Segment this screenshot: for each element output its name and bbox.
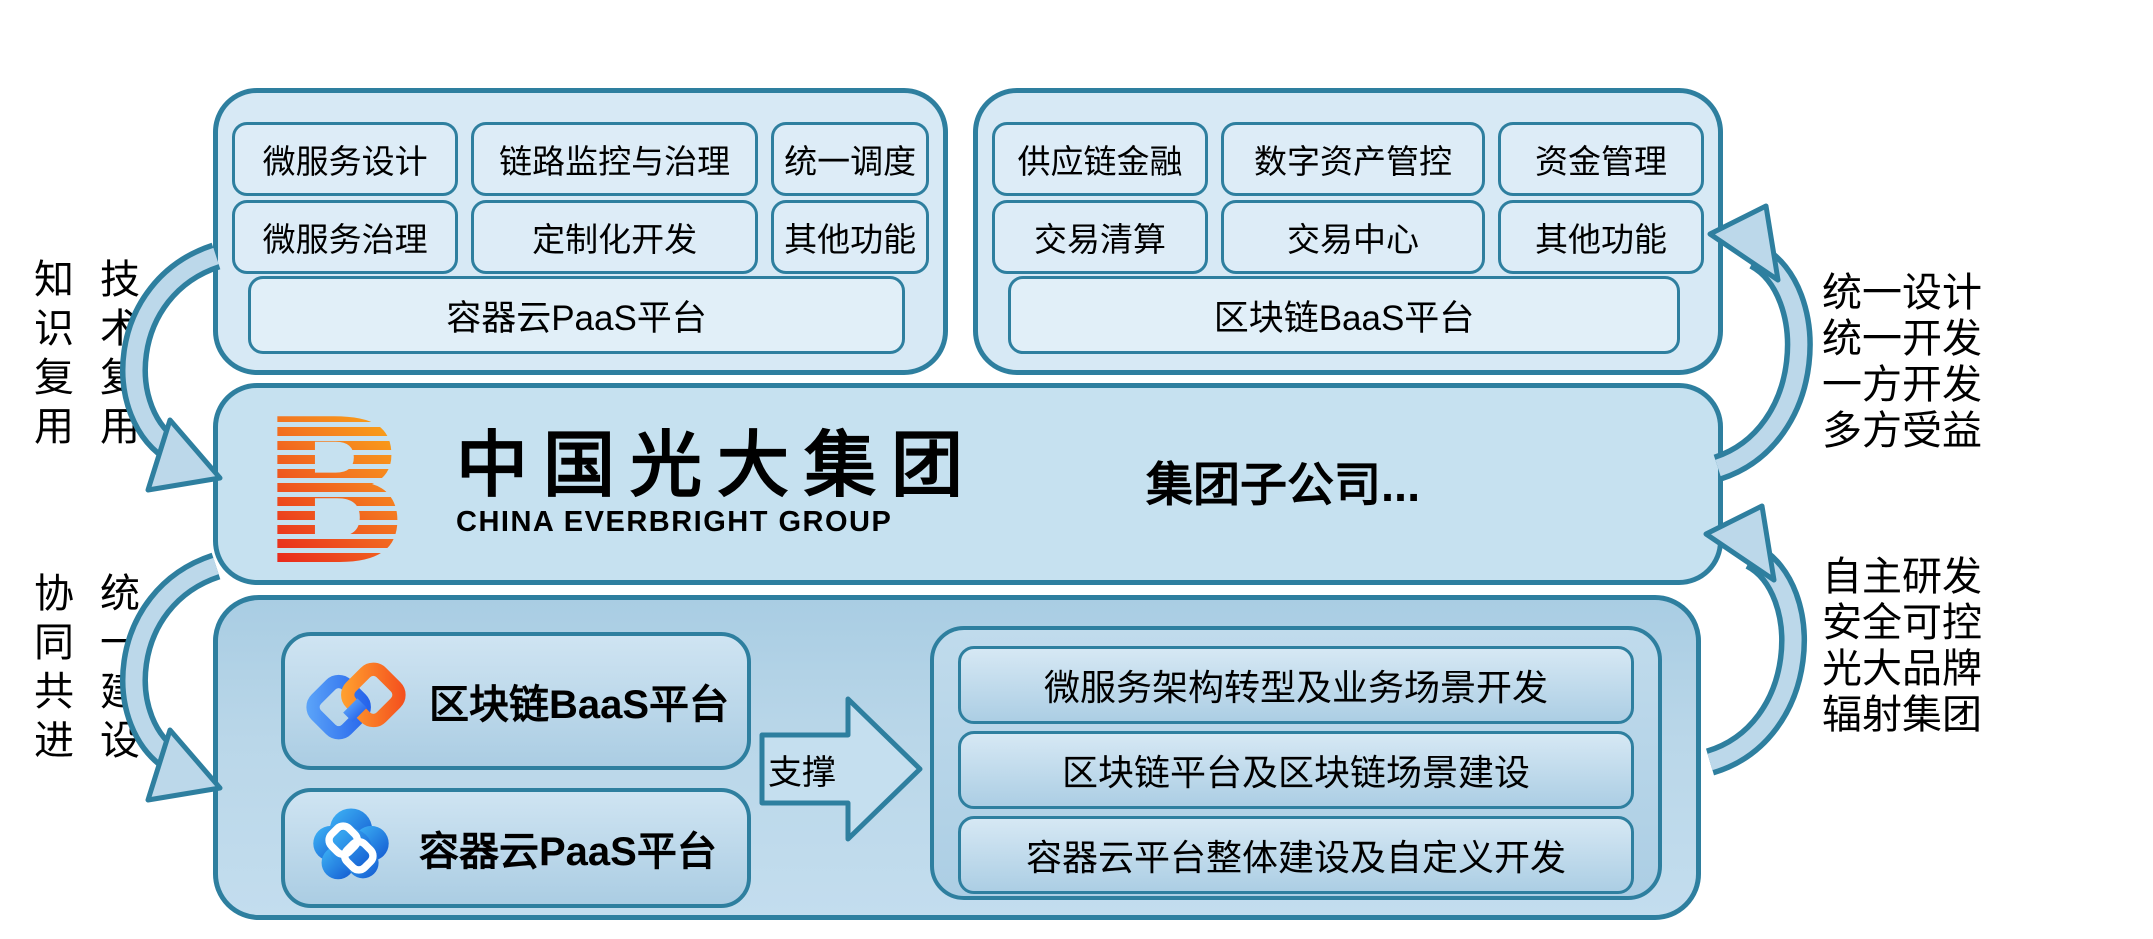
note-col: 协同共进 <box>28 572 72 768</box>
subsidiaries-label: 集团子公司... <box>1146 458 1421 511</box>
capability-chip: 供应链金融 <box>992 122 1208 196</box>
support-arrow-label: 支撑 <box>768 753 836 792</box>
capability-chip: 资金管理 <box>1498 122 1704 196</box>
note-col: 技术复用 <box>94 258 138 454</box>
capability-chip: 定制化开发 <box>471 200 759 274</box>
paas-capability-panel: 微服务设计 链路监控与治理 统一调度 微服务治理 定制化开发 其他功能 容器云P… <box>213 88 948 375</box>
capability-chip: 链路监控与治理 <box>471 122 759 196</box>
note-col: 统一建设 <box>94 572 138 768</box>
note-line: 自主研发 <box>1822 555 1982 599</box>
baas-platform-bar: 区块链BaaS平台 <box>1008 276 1680 354</box>
note-joint-build: 协同共进 统一建设 <box>26 572 140 768</box>
baas-capability-panel: 供应链金融 数字资产管控 资金管理 交易清算 交易中心 其他功能 区块链BaaS… <box>973 88 1723 375</box>
capability-chip: 其他功能 <box>1498 200 1704 274</box>
note-line: 光大品牌 <box>1822 647 1982 691</box>
capability-chip: 微服务治理 <box>232 200 459 274</box>
note-line: 统一开发 <box>1822 317 1982 361</box>
capability-chip: 数字资产管控 <box>1221 122 1485 196</box>
build-task: 区块链平台及区块链场景建设 <box>958 731 1634 809</box>
everbright-logo-icon: B <box>271 414 412 564</box>
blockchain-link-icon <box>305 650 407 752</box>
build-task: 微服务架构转型及业务场景开发 <box>958 646 1634 724</box>
note-unified-design: 统一设计 统一开发 一方开发 多方受益 <box>1822 270 1982 454</box>
platform-item-baas: 区块链BaaS平台 <box>281 632 751 770</box>
group-band: B 中国光大集团 CHINA EVERBRIGHT GROUP 集团子公司... <box>213 383 1723 585</box>
build-section: 区块链BaaS平台 <box>213 595 1701 920</box>
note-line: 安全可控 <box>1822 601 1982 645</box>
arrow-left-top <box>120 242 223 493</box>
group-logotype: 中国光大集团 CHINA EVERBRIGHT GROUP <box>456 430 978 539</box>
platform-item-paas: 容器云PaaS平台 <box>281 788 751 908</box>
note-line: 辐射集团 <box>1822 693 1982 737</box>
cloud-link-icon <box>305 802 397 894</box>
group-name-en: CHINA EVERBRIGHT GROUP <box>456 506 893 538</box>
platform-item-label: 容器云PaaS平台 <box>419 830 717 874</box>
note-line: 统一设计 <box>1822 271 1982 315</box>
note-col: 知识复用 <box>28 258 72 454</box>
arrow-left-bottom <box>120 552 223 803</box>
platform-item-label: 区块链BaaS平台 <box>429 683 730 727</box>
capability-chip: 其他功能 <box>771 200 929 274</box>
group-name-cn: 中国光大集团 <box>456 426 979 506</box>
arrow-right-top <box>1707 203 1813 482</box>
note-knowledge-reuse: 知识复用 技术复用 <box>26 258 140 454</box>
support-arrow <box>759 696 923 842</box>
capability-chip: 微服务设计 <box>232 122 459 196</box>
capability-chip: 交易清算 <box>992 200 1208 274</box>
capability-chip: 统一调度 <box>771 122 929 196</box>
build-task-group: 微服务架构转型及业务场景开发 区块链平台及区块链场景建设 容器云平台整体建设及自… <box>930 626 1662 900</box>
build-task: 容器云平台整体建设及自定义开发 <box>958 816 1634 894</box>
note-line: 多方受益 <box>1822 409 1982 453</box>
paas-platform-bar: 容器云PaaS平台 <box>248 276 905 354</box>
note-self-developed: 自主研发 安全可控 光大品牌 辐射集团 <box>1822 554 1982 738</box>
capability-chip: 交易中心 <box>1221 200 1485 274</box>
note-line: 一方开发 <box>1822 363 1982 407</box>
